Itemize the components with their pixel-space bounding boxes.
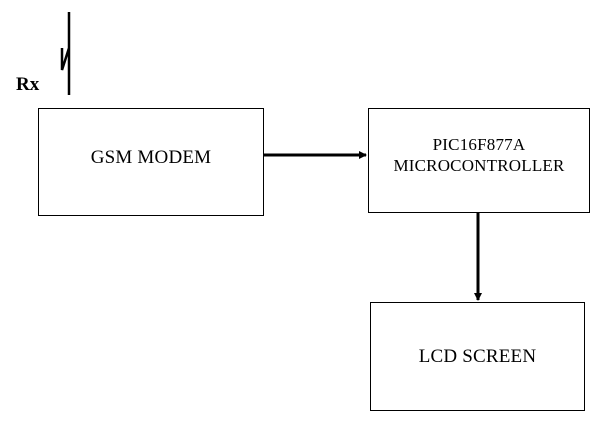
microcontroller-model-label: PIC16F877A [432,134,526,154]
lcd-screen-block: LCD SCREEN [370,302,585,411]
lcd-screen-label: LCD SCREEN [418,345,537,367]
antenna-icon [60,12,71,95]
gsm-modem-block: GSM MODEM [38,108,264,216]
microcontroller-block: PIC16F877A MICROCONTROLLER [368,108,590,213]
microcontroller-type-label: MICROCONTROLLER [393,155,565,175]
gsm-modem-label: GSM MODEM [90,147,212,168]
rx-label: Rx [16,74,40,95]
